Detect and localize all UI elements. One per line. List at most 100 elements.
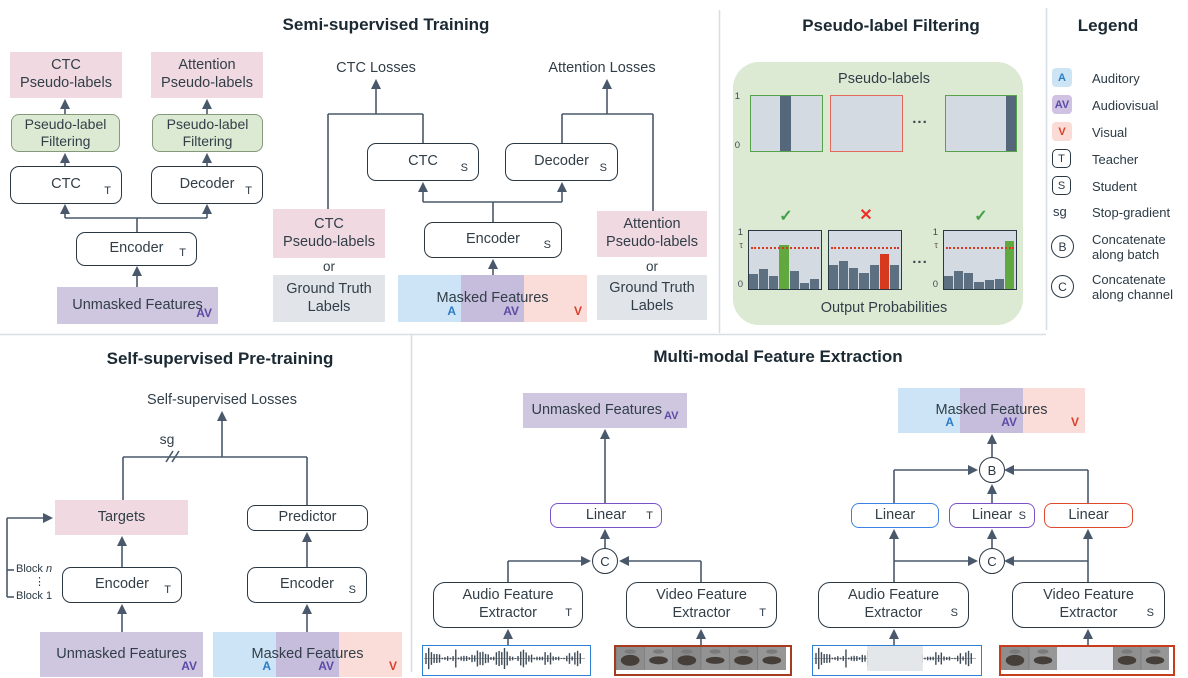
block-1-label: Block 1 — [16, 590, 53, 602]
box-label: Predictor — [278, 509, 337, 526]
pseudo-label-strip-accepted-1 — [750, 95, 823, 152]
student-badge: S — [1052, 176, 1071, 195]
self-supervised-losses-label: Self-supervised Losses — [147, 392, 297, 408]
hist-axis-one: 1 — [932, 227, 938, 238]
audio-waveform-image — [422, 645, 591, 676]
linear-video-box: Linear — [1044, 503, 1133, 528]
self-supervised-title: Self-supervised Pre-training — [106, 349, 334, 368]
box-label: Unmasked Features — [56, 645, 187, 662]
audiovisual-segment — [960, 388, 1023, 433]
box-label: Decoder — [179, 176, 235, 193]
encoder-student-box-ssl: Encoder S — [247, 567, 367, 603]
encoder-teacher-box: Encoder T — [76, 232, 197, 266]
linear-audio-box: Linear — [851, 503, 939, 528]
legend-label-visual: Visual — [1092, 125, 1128, 140]
box-label: Encoder — [279, 576, 334, 593]
teacher-subscript: T — [759, 606, 766, 619]
unmasked-features-box-mmfe: Unmasked Features AV — [523, 393, 687, 428]
v-subscript: V — [388, 659, 397, 674]
av-subscript: AV — [664, 409, 679, 422]
legend-label-stop-gradient: Stop-gradient — [1092, 205, 1171, 220]
box-label: Encoder — [465, 231, 520, 248]
visual-segment — [339, 632, 402, 677]
teacher-subscript: T — [646, 509, 653, 522]
box-label: Masked Features — [935, 401, 1048, 418]
student-subscript: S — [599, 161, 607, 174]
encoder-teacher-box-ssl: Encoder T — [62, 567, 182, 603]
hist-axis-one: 1 — [737, 227, 743, 238]
auditory-segment — [898, 388, 960, 433]
attention-losses-label: Attention Losses — [548, 60, 656, 76]
predictor-box: Predictor — [247, 505, 368, 531]
box-label: Linear — [1068, 506, 1109, 523]
student-subscript: S — [348, 583, 356, 596]
student-subscript: S — [543, 238, 551, 251]
or-label-right: or — [645, 259, 658, 274]
ellipsis-top: ... — [912, 110, 928, 127]
ctc-teacher-box: CTC T — [10, 166, 122, 204]
av-subscript: AV — [196, 306, 212, 321]
teacher-subscript: T — [179, 246, 186, 259]
student-subscript: S — [1146, 606, 1154, 619]
a-subscript: A — [447, 304, 456, 319]
legend-label-auditory: Auditory — [1092, 71, 1140, 86]
or-label-left: or — [322, 259, 335, 274]
pseudo-label-filtering-title: Pseudo-label Filtering — [802, 16, 980, 35]
stop-gradient-badge: sg — [1053, 204, 1067, 219]
ctc-losses-label: CTC Losses — [336, 60, 416, 76]
av-subscript: AV — [181, 659, 197, 674]
linear-student-box: Linear S — [949, 503, 1035, 528]
visual-segment — [1023, 388, 1085, 433]
box-label: Unmasked Features — [531, 401, 663, 418]
audiovisual-chip: AV — [1052, 95, 1072, 114]
box-label: Linear — [585, 506, 627, 523]
student-subscript: S — [460, 161, 468, 174]
box-label: Masked Features — [251, 645, 364, 662]
concat-batch-badge: B — [1051, 235, 1074, 258]
masked-video-lip-frames-image — [999, 645, 1175, 676]
concat-channel-badge: C — [1051, 275, 1074, 298]
check-icon: ✓ — [974, 208, 988, 225]
hist-axis-zero: 0 — [737, 279, 743, 290]
teacher-subscript: T — [104, 184, 111, 197]
check-icon: ✓ — [779, 208, 793, 225]
box-label: CTC — [51, 176, 81, 193]
legend-label-concat-channel-2: along channel — [1092, 287, 1173, 302]
hist-axis-tau: τ — [739, 240, 743, 251]
av-subscript: AV — [1001, 415, 1017, 430]
auditory-segment — [213, 632, 276, 677]
output-probabilities-hist-accepted-1 — [748, 230, 822, 290]
stop-gradient-label: sg — [159, 431, 175, 447]
legend-label-concat-channel-1: Concatenate — [1092, 272, 1166, 287]
teacher-subscript: T — [245, 184, 252, 197]
decoder-student-box: Decoder S — [505, 143, 618, 181]
teacher-subscript: T — [164, 583, 171, 596]
visual-segment — [524, 275, 587, 322]
pseudo-label-strip-accepted-2 — [945, 95, 1017, 152]
legend-label-concat-batch-2: along batch — [1092, 247, 1160, 262]
output-probabilities-hist-accepted-2 — [943, 230, 1017, 290]
teacher-badge: T — [1052, 149, 1071, 168]
a-subscript: A — [262, 659, 271, 674]
box-label: Linear — [874, 506, 916, 523]
semi-supervised-title: Semi-supervised Training — [282, 15, 490, 34]
teacher-subscript: T — [565, 606, 572, 619]
